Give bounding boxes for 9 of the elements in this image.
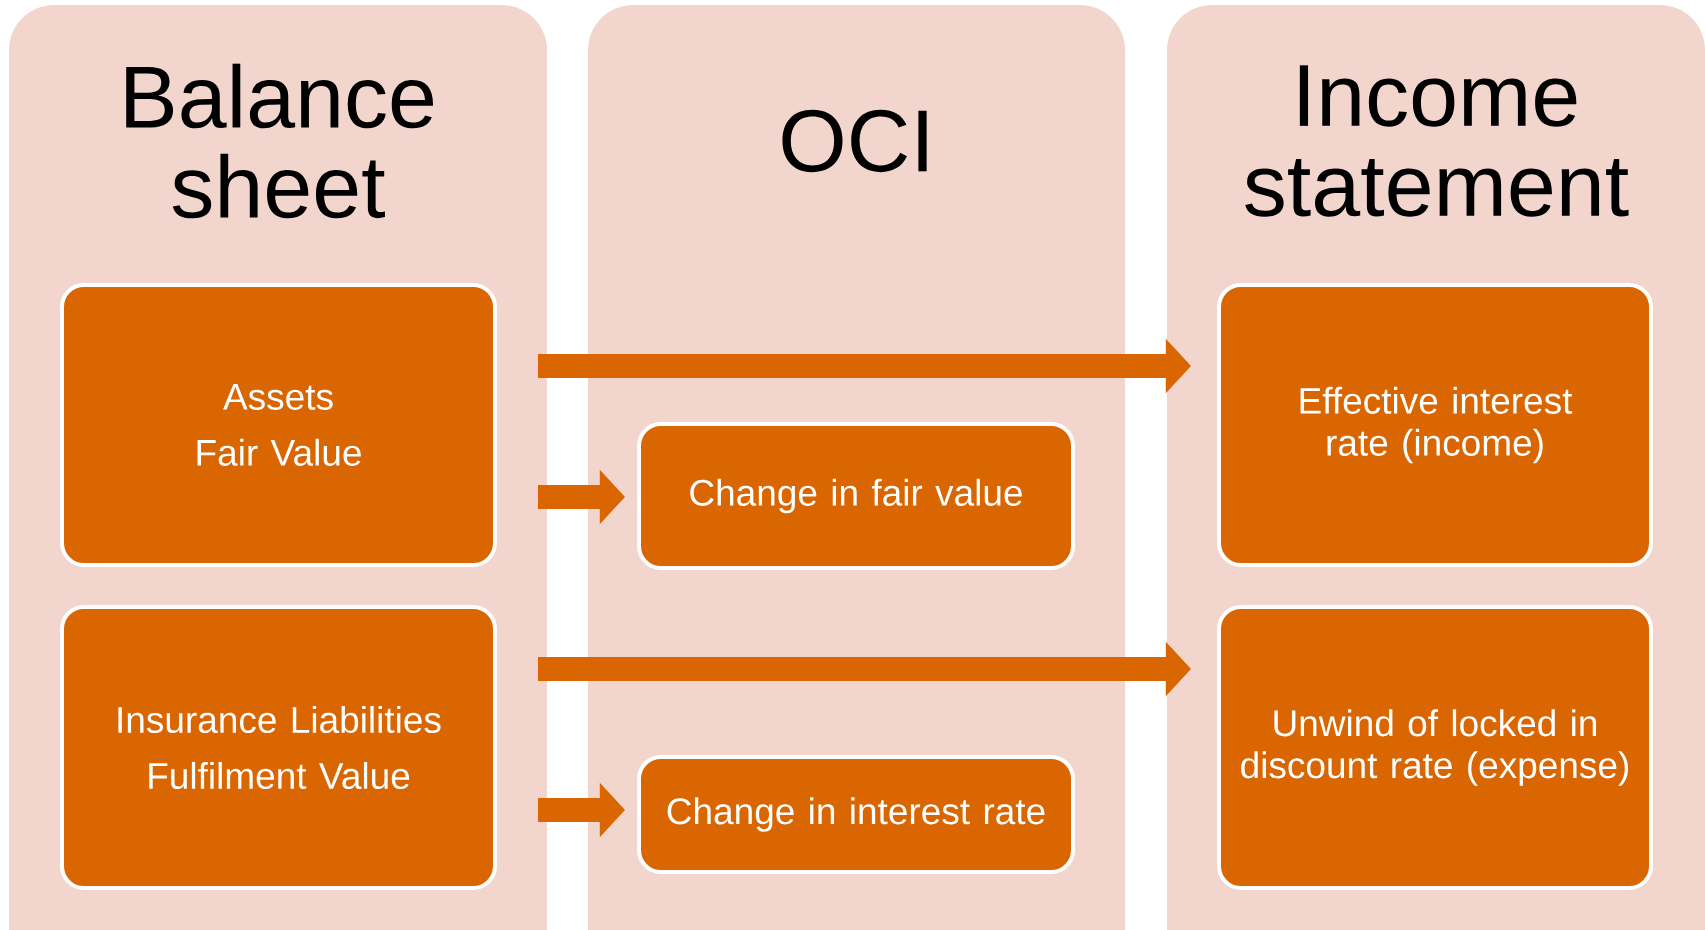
text-box: Assets Fair Value — [60, 283, 497, 567]
text-box: Change in interest rate — [637, 755, 1075, 874]
text-box: Insurance Liabilities Fulfilment Value — [60, 605, 497, 890]
column-heading: Balance sheet — [126, 63, 434, 219]
text-box: Change in fair value — [637, 422, 1075, 570]
text-box: Unwind of locked in discount rate (expense) — [1217, 605, 1653, 890]
column-heading: Income statement — [1245, 65, 1629, 217]
column-heading: OCI — [782, 109, 927, 173]
text-box: Effective interest rate (income) — [1217, 283, 1653, 567]
